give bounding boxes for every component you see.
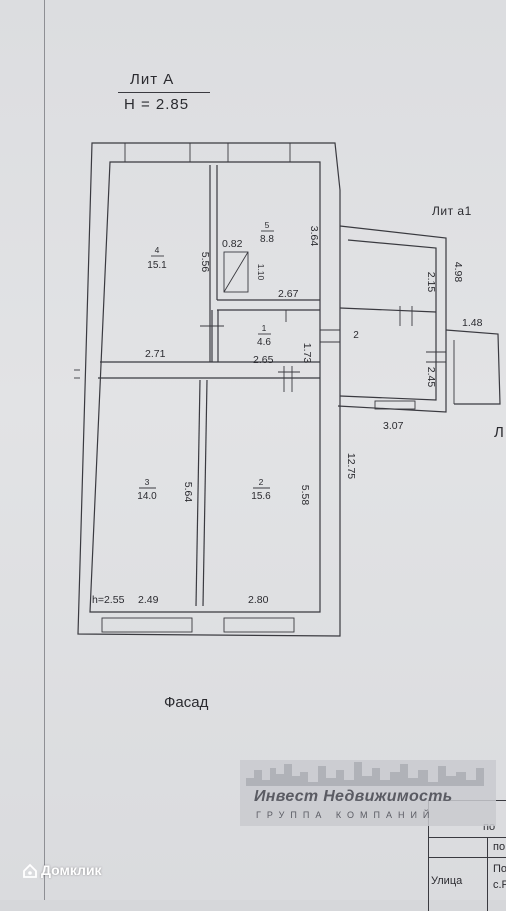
stamp-cut-text-2: по: [493, 841, 506, 853]
main-outer-wall: [77, 142, 341, 637]
room-5-number: 5: [265, 220, 270, 230]
height-label: H = 2.85: [124, 96, 190, 113]
facade-label: Фасад: [164, 694, 209, 711]
room-2-area: 15.6: [251, 491, 271, 502]
porch-wall: [445, 329, 501, 405]
stamp-row-line: [429, 857, 506, 858]
room-4-area: 15.1: [147, 260, 167, 271]
page-margin-line: [44, 0, 45, 900]
domclick-name: Домклик: [41, 862, 102, 878]
stamp-row-line: [429, 837, 506, 838]
watermark-logo: Инвест Недвижимость ГРУППА КОМПАНИЙ: [240, 760, 496, 826]
dim-2-49: 2.49: [138, 594, 159, 606]
room-3-number: 3: [145, 477, 150, 487]
dim-2-15: 2.15: [425, 272, 437, 293]
dim-2-45: 2.45: [425, 367, 437, 388]
lit-a1-label: Лит а1: [432, 204, 472, 218]
dim-4-98: 4.98: [452, 262, 464, 283]
annex-window: [374, 400, 416, 410]
watermark-subtitle: ГРУППА КОМПАНИЙ: [256, 810, 436, 820]
stamp-street-label: Улица: [431, 875, 463, 887]
closet-box: [223, 251, 249, 293]
dim-5-58: 5.58: [299, 485, 311, 506]
main-inner-wall: [89, 161, 321, 613]
dim-2-71: 2.71: [145, 348, 166, 360]
dim-1-73: 1.73: [301, 343, 313, 364]
partition-v2b: [202, 379, 208, 607]
dim-1-10: 1.10: [256, 264, 266, 281]
window-top-left: [124, 142, 191, 163]
dim-0-82: 0.82: [222, 238, 243, 250]
dim-5-56: 5.56: [199, 252, 211, 273]
dim-3-64: 3.64: [308, 226, 320, 247]
watermark-name: Инвест Недвижимость: [254, 788, 453, 805]
dim-1-48: 1.48: [462, 317, 483, 329]
dim-2-67: 2.67: [278, 288, 299, 300]
annex-partition: [339, 307, 437, 313]
partition-v2: [195, 379, 201, 607]
dim-h-2-55: h=2.55: [92, 594, 125, 606]
lit-a-label: Лит А: [130, 71, 175, 88]
stamp-col-line: [487, 837, 488, 911]
annex-inner-wall: [339, 239, 437, 401]
stamp-cut-text-3: По: [493, 863, 506, 875]
stamp-cut-text-4: с.Р: [493, 879, 506, 891]
room-3-area: 14.0: [137, 491, 157, 502]
room-2-number: 2: [259, 477, 264, 487]
window-top-right: [227, 142, 291, 163]
annex-cut-letter: Л: [494, 424, 504, 441]
city-skyline-graphic: [240, 760, 496, 826]
window-bottom-left: [101, 617, 193, 633]
window-bottom-right: [223, 617, 295, 633]
dim-5-64: 5.64: [182, 482, 194, 503]
room-5-area: 8.8: [260, 234, 274, 245]
dim-3-07: 3.07: [383, 420, 404, 432]
house-icon: [22, 863, 38, 882]
dim-2-65: 2.65: [253, 354, 274, 366]
annex-room-2-number: 2: [353, 330, 359, 341]
closet-diagonal: [223, 251, 249, 293]
domclick-logo: Домклик: [22, 862, 102, 882]
dim-12-75: 12.75: [345, 453, 357, 479]
dim-2-80: 2.80: [248, 594, 269, 606]
room-4-number: 4: [155, 245, 160, 255]
room-1-area: 4.6: [257, 337, 271, 348]
header-underline: [118, 92, 210, 93]
room-1-number: 1: [262, 323, 267, 333]
